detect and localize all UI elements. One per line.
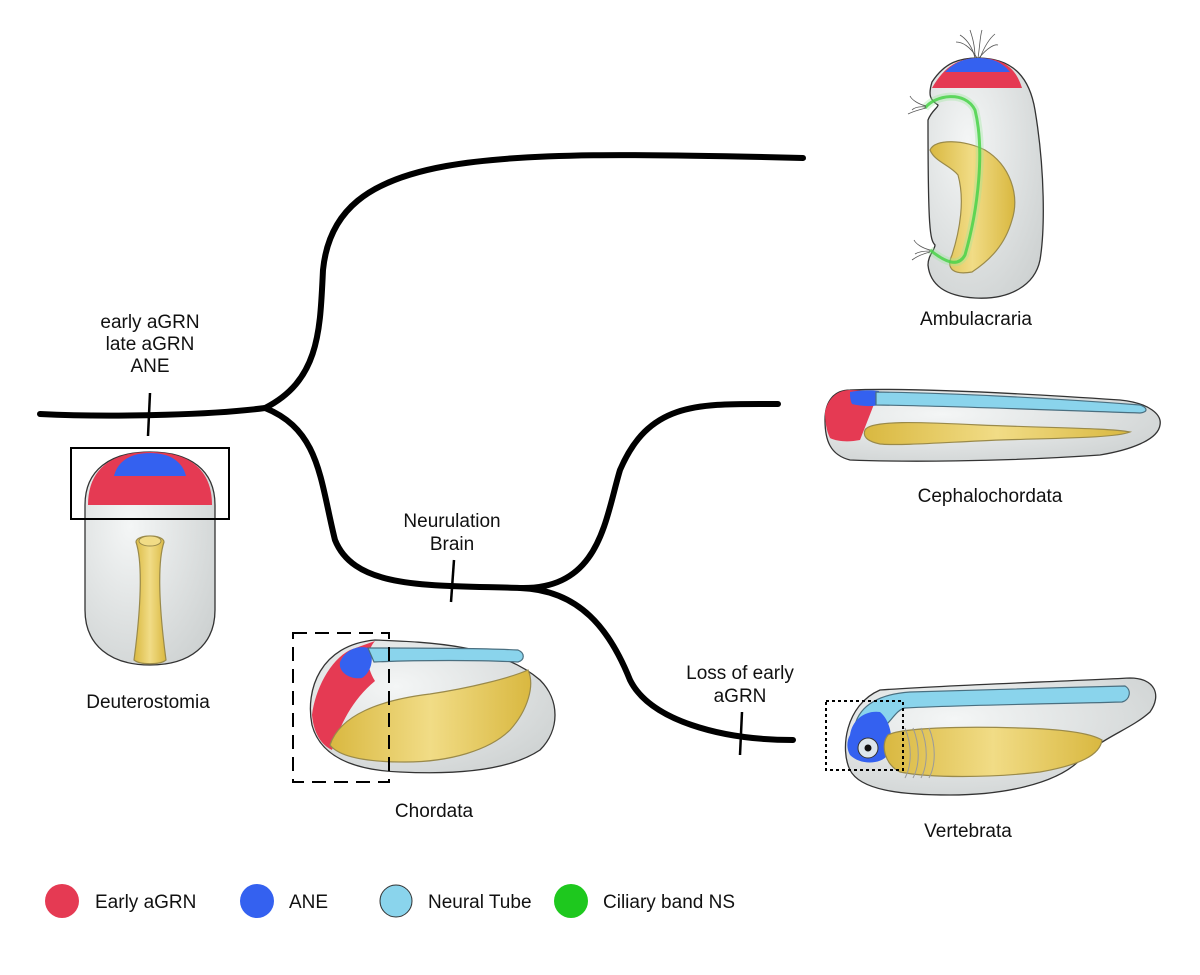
deuterostomia-highlight-box [70, 447, 230, 520]
legend-item-neural-tube: Neural Tube [379, 884, 532, 918]
legend-swatch-ane [240, 884, 274, 918]
chordata-event-line-2: Brain [430, 534, 474, 555]
branch-vertebrata [517, 585, 796, 743]
root-event-line-2: late aGRN [106, 334, 195, 355]
deuterostomia-mouth [138, 535, 162, 547]
vertebrata-gut [883, 726, 1103, 778]
chordata-illustration [292, 632, 556, 783]
legend-swatch-neural-tube [379, 884, 413, 918]
chordata-neural-tube [367, 647, 524, 663]
chordata-event-label: Neurulation Brain [403, 511, 500, 555]
root-branch [37, 405, 268, 419]
ambulacraria-illustration [907, 29, 1044, 299]
vertebrata-event-line-2: aGRN [714, 686, 767, 707]
vertebrata-highlight-box [825, 700, 904, 771]
deuterostomia-ane [114, 453, 186, 476]
cephalochordata-illustration [824, 388, 1161, 462]
deuterostomia-illustration [70, 447, 230, 666]
root-event-line-3: ANE [130, 356, 169, 377]
chordata-ane [339, 647, 372, 679]
vertebrata-event-line-1: Loss of early [686, 663, 794, 684]
branch-ambulacraria [262, 152, 806, 411]
legend: Early aGRN ANE Neural Tube Ciliary band … [45, 884, 735, 918]
cephalochordata-gut [863, 421, 1133, 446]
cephalochordata-label: Cephalochordata [918, 486, 1063, 507]
root-event-label: early aGRN late aGRN ANE [100, 312, 199, 377]
ambulacraria-ane [945, 58, 1010, 72]
cephalochordata-ane [850, 390, 879, 407]
chordata-gut [329, 669, 532, 763]
vertebrata-label: Vertebrata [924, 821, 1012, 842]
deuterostomia-gut [133, 535, 167, 665]
branch-cephalochordata [517, 400, 781, 592]
chordata-event-line-1: Neurulation [403, 511, 500, 532]
legend-item-ane: ANE [240, 884, 328, 918]
legend-label-ane: ANE [289, 892, 328, 913]
root-event-tick [146, 392, 152, 437]
branch-chordata [262, 405, 523, 591]
legend-label-ciliary-band: Ciliary band NS [603, 892, 735, 913]
tree-branches [37, 152, 806, 756]
vertebrata-eye-pupil [864, 744, 872, 752]
legend-item-ciliary-band: Ciliary band NS [554, 884, 735, 918]
vertebrata-event-tick [738, 711, 744, 756]
ambulacraria-label: Ambulacraria [920, 309, 1032, 330]
legend-swatch-early-agrn [45, 884, 79, 918]
chordata-highlight-box [292, 632, 390, 783]
legend-item-early-agrn: Early aGRN [45, 884, 196, 918]
deuterostomia-label: Deuterostomia [86, 692, 210, 713]
legend-swatch-ciliary-band [554, 884, 588, 918]
chordata-label: Chordata [395, 801, 474, 822]
root-event-line-1: early aGRN [100, 312, 199, 333]
chordata-event-tick [449, 559, 456, 603]
ambulacraria-apical-tuft [955, 29, 999, 59]
deuterostomia-early-agrn [88, 452, 212, 505]
ambulacraria-ciliary-band [923, 95, 982, 264]
vertebrata-somites [904, 727, 935, 779]
vertebrata-illustration [825, 677, 1157, 796]
vertebrata-event-label: Loss of early aGRN [686, 663, 794, 707]
ambulacraria-ciliary-band-glow [921, 92, 984, 267]
legend-label-early-agrn: Early aGRN [95, 892, 196, 913]
ambulacraria-lateral-cilia [907, 95, 931, 261]
legend-label-neural-tube: Neural Tube [428, 892, 532, 913]
cephalochordata-neural-tube [875, 391, 1147, 414]
ambulacraria-gut [929, 141, 1016, 274]
